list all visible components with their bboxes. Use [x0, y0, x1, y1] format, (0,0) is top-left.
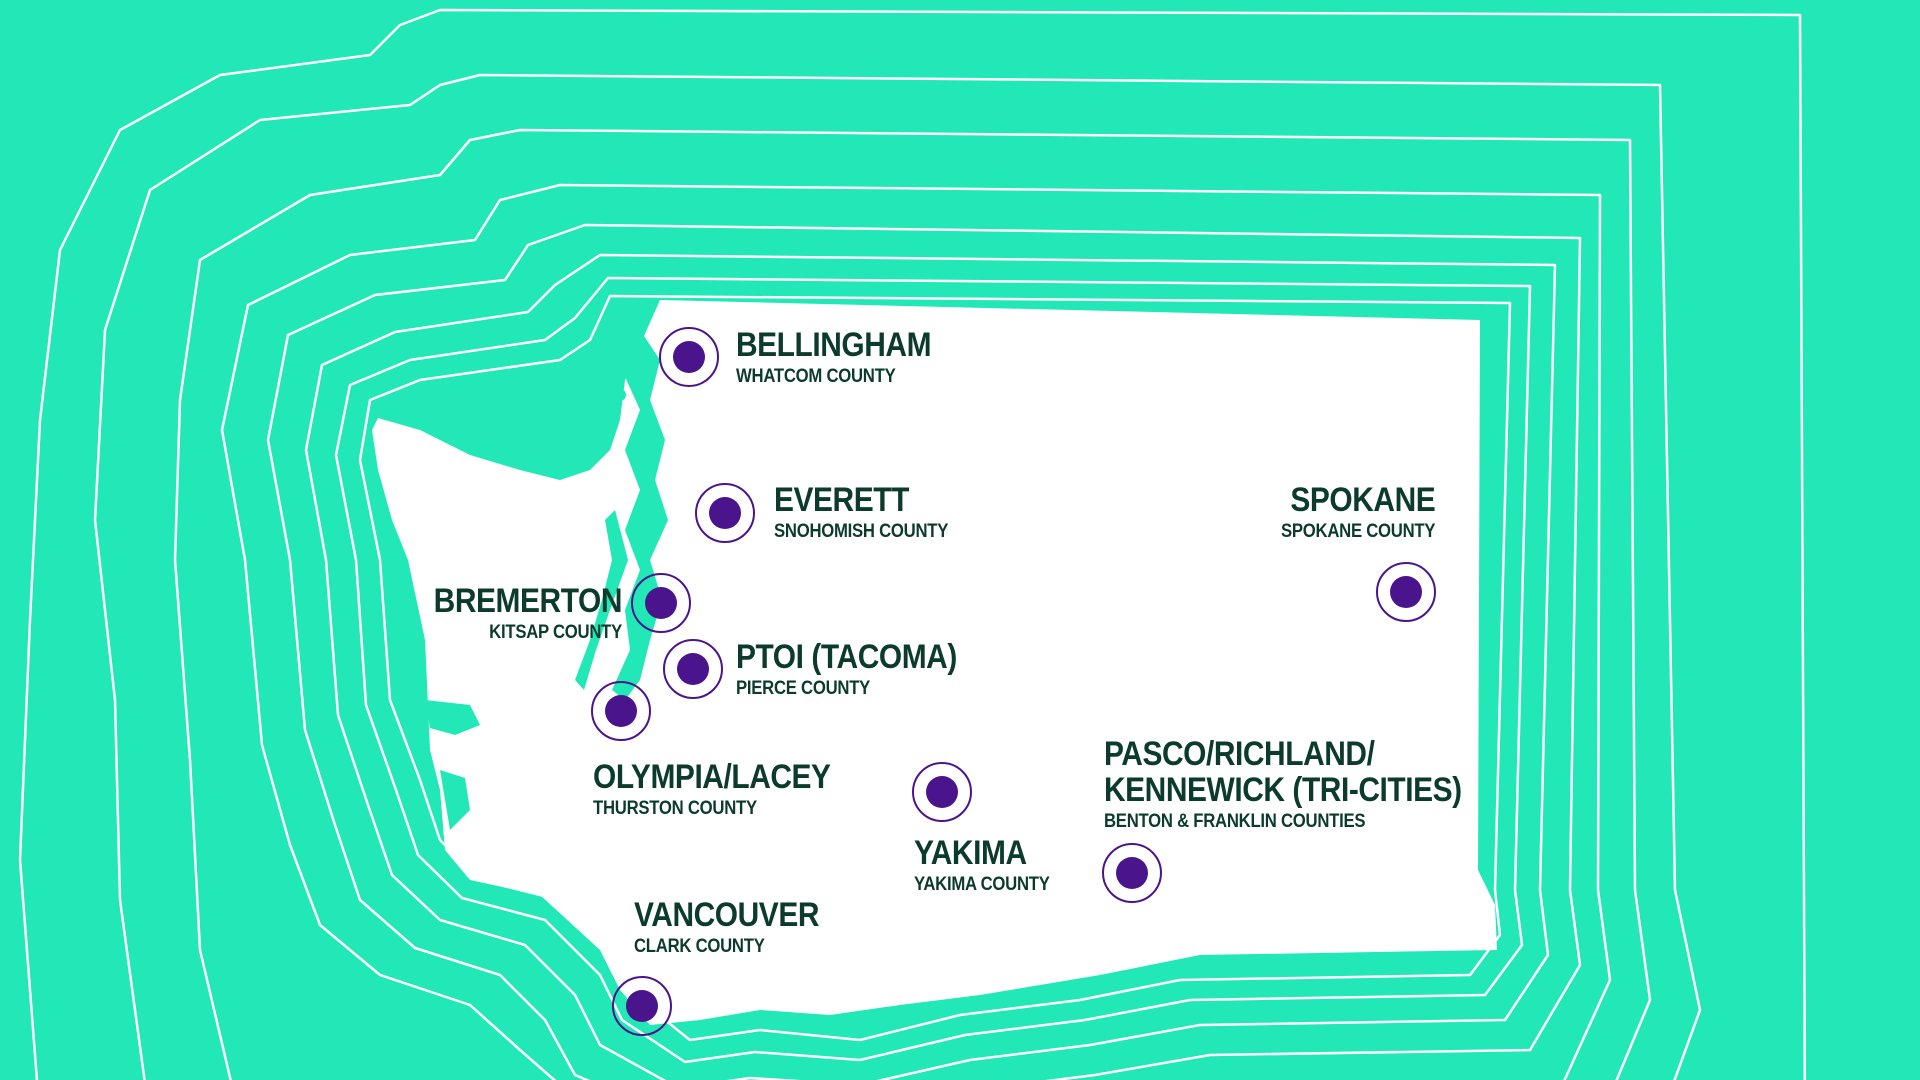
marker-ring — [631, 573, 691, 633]
marker-ring — [695, 483, 755, 543]
city-name: BELLINGHAM — [736, 326, 932, 364]
label-everett: EVERETT SNOHOMISH COUNTY — [774, 483, 972, 541]
marker-ring — [1102, 843, 1162, 903]
contour-line-2 — [334, 276, 1532, 1064]
grays-harbor — [425, 700, 480, 735]
marker-dot — [709, 497, 741, 529]
city-name: OLYMPIA/LACEY — [593, 758, 831, 796]
contour-line-3 — [304, 253, 1557, 1080]
county-name: SPOKANE COUNTY — [1280, 521, 1435, 542]
label-bellingham: BELLINGHAM WHATCOM COUNTY — [736, 328, 958, 386]
marker-tacoma — [663, 639, 723, 699]
marker-olympia — [591, 681, 651, 741]
city-name: YAKIMA — [914, 834, 1027, 872]
county-name: PIERCE COUNTY — [736, 678, 871, 699]
marker-yakima — [912, 762, 972, 822]
county-name: KITSAP COUNTY — [489, 622, 622, 643]
city-name: SPOKANE — [1290, 481, 1435, 519]
marker-ring — [1376, 562, 1436, 622]
marker-ring — [591, 681, 651, 741]
marker-dot — [626, 990, 658, 1022]
city-name: EVERETT — [774, 481, 909, 519]
marker-tricities — [1102, 843, 1162, 903]
marker-dot — [677, 653, 709, 685]
marker-ring — [659, 327, 719, 387]
label-vancouver: VANCOUVER CLARK COUNTY — [634, 898, 844, 956]
island-channel — [614, 389, 626, 401]
marker-ring — [663, 639, 723, 699]
marker-dot — [1116, 857, 1148, 889]
marker-ring — [612, 976, 672, 1036]
contour-line-8 — [18, 8, 1807, 1080]
marker-vancouver — [612, 976, 672, 1036]
label-yakima: YAKIMA YAKIMA COUNTY — [914, 836, 1068, 894]
location-markers — [591, 327, 1436, 1036]
county-name: SNOHOMISH COUNTY — [774, 521, 949, 542]
marker-ring — [912, 762, 972, 822]
willapa-bay — [440, 770, 470, 830]
marker-bellingham — [659, 327, 719, 387]
city-name: VANCOUVER — [634, 896, 820, 934]
label-tri-cities: PASCO/RICHLAND/ KENNEWICK (TRI-CITIES) B… — [1104, 737, 1510, 831]
contour-lines — [18, 8, 1807, 1080]
county-name: BENTON & FRANKLIN COUNTIES — [1104, 811, 1366, 832]
label-spokane: SPOKANE SPOKANE COUNTY — [1260, 481, 1436, 542]
contour-line-6 — [173, 128, 1652, 1080]
marker-dot — [1390, 576, 1422, 608]
county-name: WHATCOM COUNTY — [736, 366, 896, 387]
marker-bremerton — [631, 573, 691, 633]
label-bremerton: BREMERTON KITSAP COUNTY — [408, 582, 623, 643]
contour-line-4 — [266, 223, 1582, 1080]
marker-dot — [673, 341, 705, 373]
label-olympia: OLYMPIA/LACEY THURSTON COUNTY — [593, 760, 863, 818]
contour-line-7 — [93, 73, 1702, 1080]
county-name: YAKIMA COUNTY — [914, 874, 1050, 895]
marker-dot — [605, 695, 637, 727]
city-name-line-2: KENNEWICK (TRI-CITIES) — [1104, 771, 1462, 809]
city-name: PASCO/RICHLAND/ — [1104, 735, 1375, 773]
contour-line-5 — [220, 183, 1612, 1080]
marker-dot — [926, 776, 958, 808]
marker-everett — [695, 483, 755, 543]
county-name: CLARK COUNTY — [634, 936, 765, 957]
marker-spokane — [1376, 562, 1436, 622]
city-name: BREMERTON — [433, 582, 623, 620]
label-tacoma: PTOI (TACOMA) PIERCE COUNTY — [736, 640, 987, 698]
city-name: PTOI (TACOMA) — [736, 638, 957, 676]
county-name: THURSTON COUNTY — [593, 798, 757, 819]
marker-dot — [645, 587, 677, 619]
hood-canal — [575, 510, 628, 690]
